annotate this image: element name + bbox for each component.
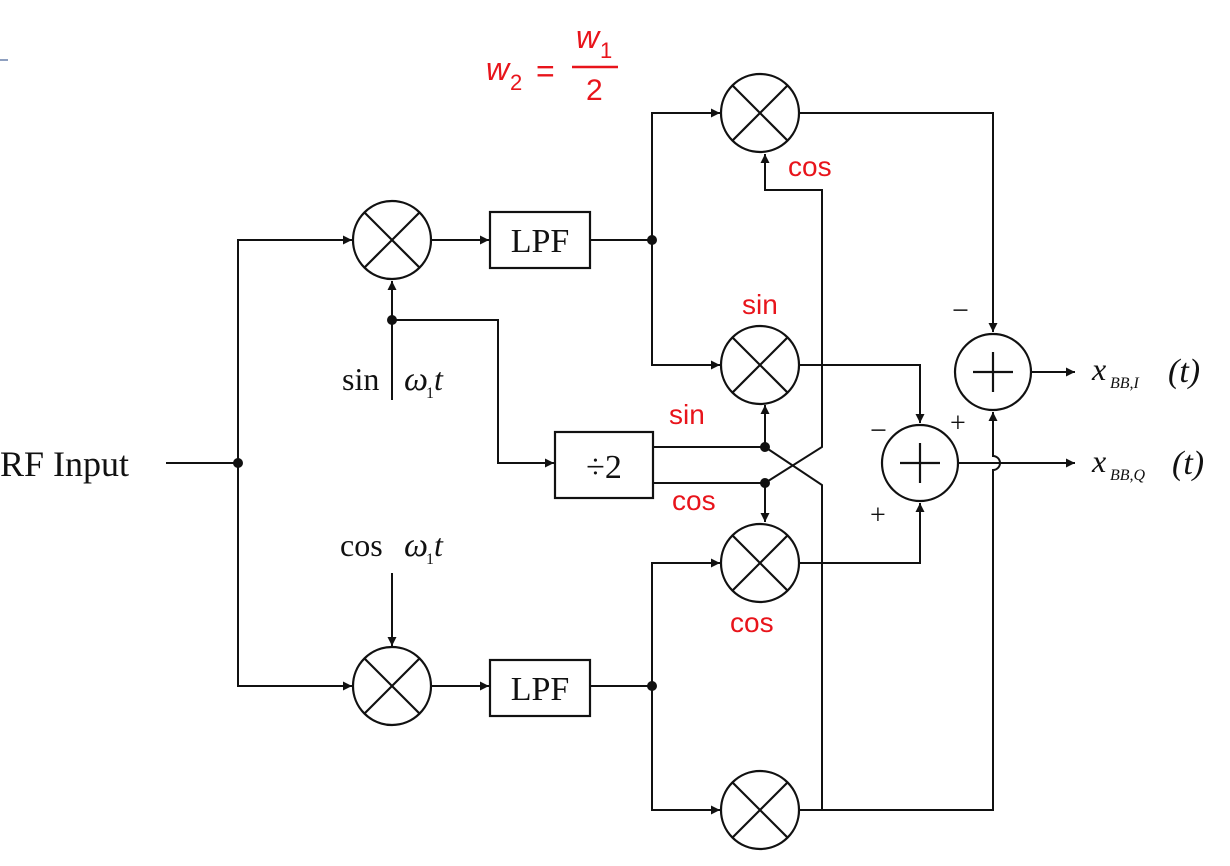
lpf-top-label: LPF (511, 223, 570, 260)
lpf-bottom-to-mixer-c-wire (651, 558, 720, 686)
lpf-top-to-mixer-b-wire (651, 240, 720, 370)
output-i-argument: (t) (1168, 353, 1200, 390)
output-i-label: x BB,I (t) (1091, 351, 1200, 392)
adder-q-minus-sign: − (870, 414, 887, 447)
annotation-sin-divider: sin (669, 399, 705, 430)
lo-sin-prefix: sin (342, 361, 379, 397)
annotation-cos-lower: cos (730, 607, 774, 638)
mixer-c (719, 522, 801, 604)
output-i-subscript: BB,I (1110, 375, 1140, 392)
rf-to-top-mixer-wire (237, 235, 352, 463)
adder-i-plus-sign: + (950, 408, 966, 439)
lo-sin-label: sin ω 1 t (342, 361, 444, 402)
frequency-equation: w 2 = w 1 2 (486, 19, 618, 107)
lo-cos-omega: ω (404, 527, 428, 564)
output-q-label: x BB,Q (t) (1091, 443, 1204, 484)
equation-numerator-subscript: 1 (600, 38, 612, 63)
equation-equals: = (536, 53, 555, 89)
mixer-bottom-first (351, 645, 433, 727)
lpf-top-to-mixer-a-wire (651, 108, 720, 240)
lo-cos-label: cos ω 1 t (340, 527, 444, 568)
lo-cos-prefix: cos (340, 527, 383, 563)
mixer-c-to-adder-q-wire (799, 503, 925, 564)
annotation-sin-mid: sin (742, 289, 778, 320)
lpf-bottom-to-mixer-d-wire (651, 686, 720, 815)
lo-cos-t: t (434, 527, 444, 563)
mixer-b (719, 324, 801, 406)
equation-lhs-subscript: 2 (510, 70, 522, 95)
divider-label: ÷2 (586, 449, 622, 486)
output-q-subscript: BB,Q (1110, 467, 1146, 484)
mixer-top-first (351, 199, 433, 281)
mixer-d (719, 769, 801, 851)
lo-sin-t: t (434, 361, 444, 397)
lpf-bottom-block (488, 658, 592, 718)
lo-sin-to-divider-wire (392, 319, 554, 468)
mixer-a-to-adder-i-wire (799, 112, 998, 332)
lo-cos-omega-subscript: 1 (426, 551, 434, 568)
output-q-argument: (t) (1172, 445, 1204, 482)
adder-i-minus-sign: − (952, 294, 969, 327)
adder-q-plus-sign: + (870, 500, 886, 531)
rf-input-label: RF Input (0, 444, 129, 484)
output-q-symbol: x (1091, 443, 1106, 479)
mixer-b-to-adder-q-wire (799, 364, 925, 423)
output-i-symbol: x (1091, 351, 1106, 387)
annotation-cos-top: cos (788, 151, 832, 182)
lo-sin-omega: ω (404, 361, 428, 398)
adder-q (880, 423, 960, 503)
rf-to-bottom-mixer-wire (237, 463, 352, 691)
equation-numerator: w (576, 19, 601, 55)
mixer-a (719, 72, 801, 154)
lpf-bottom-label: LPF (511, 671, 570, 708)
lpf-top-block (488, 210, 592, 270)
equation-lhs: w (486, 51, 511, 87)
lo-sin-omega-subscript: 1 (426, 385, 434, 402)
adder-i (953, 332, 1033, 412)
divider-block (553, 430, 655, 500)
equation-denominator: 2 (586, 74, 603, 107)
mixer-d-to-adder-i-wire (799, 412, 1001, 811)
annotation-cos-divider: cos (672, 485, 716, 516)
cos-to-mixer-a-wire (760, 154, 823, 484)
